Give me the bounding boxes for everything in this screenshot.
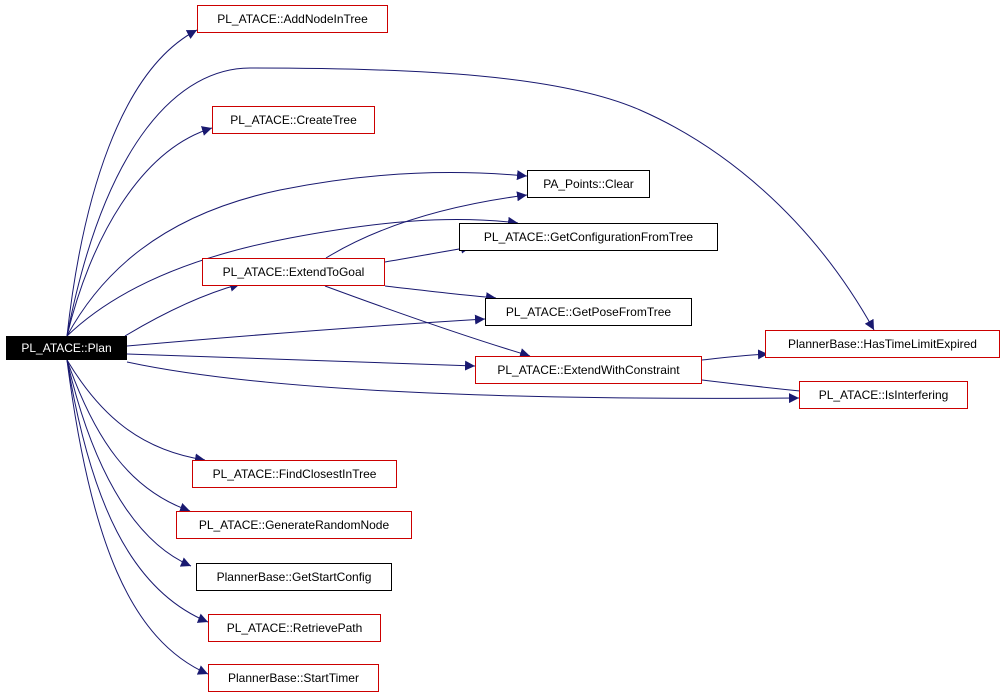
edge-root-to-extend-with-constraint [126, 353, 476, 371]
edge-root-to-pa-points-clear [66, 170, 528, 337]
edge-root-to-create-tree [66, 126, 213, 337]
node-label: PL_ATACE::AddNodeInTree [217, 12, 368, 26]
node-add-node-in-tree[interactable]: PL_ATACE::AddNodeInTree [197, 5, 388, 33]
edge-layer [66, 29, 875, 675]
node-extend-to-goal[interactable]: PL_ATACE::ExtendToGoal [202, 258, 385, 286]
edge-root-to-get-pose-from-tree [126, 314, 486, 347]
node-pa-points-clear[interactable]: PA_Points::Clear [527, 170, 650, 198]
root-node-label: PL_ATACE::Plan [21, 341, 112, 355]
edge-root-to-add-node-in-tree [66, 29, 198, 337]
root-node-plan: PL_ATACE::Plan [6, 336, 127, 360]
edge-root-to-extend-to-goal [124, 281, 241, 337]
node-label: PlannerBase::HasTimeLimitExpired [788, 337, 977, 351]
node-label: PlannerBase::StartTimer [228, 671, 359, 685]
edge-root-to-is-interfering [126, 361, 800, 404]
edge-extend-with-constraint-to-is-interfering [701, 379, 811, 396]
node-label: PlannerBase::GetStartConfig [216, 570, 372, 584]
node-get-pose-from-tree[interactable]: PL_ATACE::GetPoseFromTree [485, 298, 692, 326]
node-find-closest-in-tree[interactable]: PL_ATACE::FindClosestInTree [192, 460, 397, 488]
node-label: PL_ATACE::ExtendWithConstraint [497, 363, 680, 377]
node-retrieve-path[interactable]: PL_ATACE::RetrievePath [208, 614, 381, 642]
node-get-configuration-from-tree[interactable]: PL_ATACE::GetConfigurationFromTree [459, 223, 718, 251]
node-has-time-limit-expired[interactable]: PlannerBase::HasTimeLimitExpired [765, 330, 1000, 358]
node-label: PL_ATACE::ExtendToGoal [222, 265, 365, 279]
edge-extend-with-constraint-to-has-time-limit-expired [701, 349, 769, 361]
node-start-timer[interactable]: PlannerBase::StartTimer [208, 664, 379, 692]
node-label: PL_ATACE::GetConfigurationFromTree [483, 230, 694, 244]
node-label: PL_ATACE::FindClosestInTree [212, 467, 377, 481]
edge-extend-to-goal-to-extend-with-constraint [324, 285, 531, 358]
edge-root-to-start-timer [66, 359, 209, 675]
node-get-start-config[interactable]: PlannerBase::GetStartConfig [196, 563, 392, 591]
node-label: PA_Points::Clear [543, 177, 634, 191]
node-create-tree[interactable]: PL_ATACE::CreateTree [212, 106, 375, 134]
node-label: PL_ATACE::CreateTree [230, 113, 357, 127]
node-extend-with-constraint[interactable]: PL_ATACE::ExtendWithConstraint [475, 356, 702, 384]
edge-extend-to-goal-to-pa-points-clear [325, 191, 528, 259]
edge-root-to-retrieve-path [66, 359, 209, 623]
node-generate-random-node[interactable]: PL_ATACE::GenerateRandomNode [176, 511, 412, 539]
node-label: PL_ATACE::RetrievePath [226, 621, 363, 635]
edge-root-to-find-closest-in-tree [66, 359, 206, 464]
edge-extend-to-goal-to-get-pose-from-tree [384, 285, 497, 303]
edge-root-to-has-time-limit-expired [66, 67, 875, 337]
edge-root-to-generate-random-node [66, 359, 191, 513]
edge-root-to-get-start-config [66, 359, 192, 567]
node-is-interfering[interactable]: PL_ATACE::IsInterfering [799, 381, 968, 409]
node-label: PL_ATACE::IsInterfering [818, 388, 949, 402]
node-label: PL_ATACE::GenerateRandomNode [198, 518, 390, 532]
edge-root-to-get-configuration-from-tree [66, 216, 519, 337]
node-label: PL_ATACE::GetPoseFromTree [505, 305, 672, 319]
